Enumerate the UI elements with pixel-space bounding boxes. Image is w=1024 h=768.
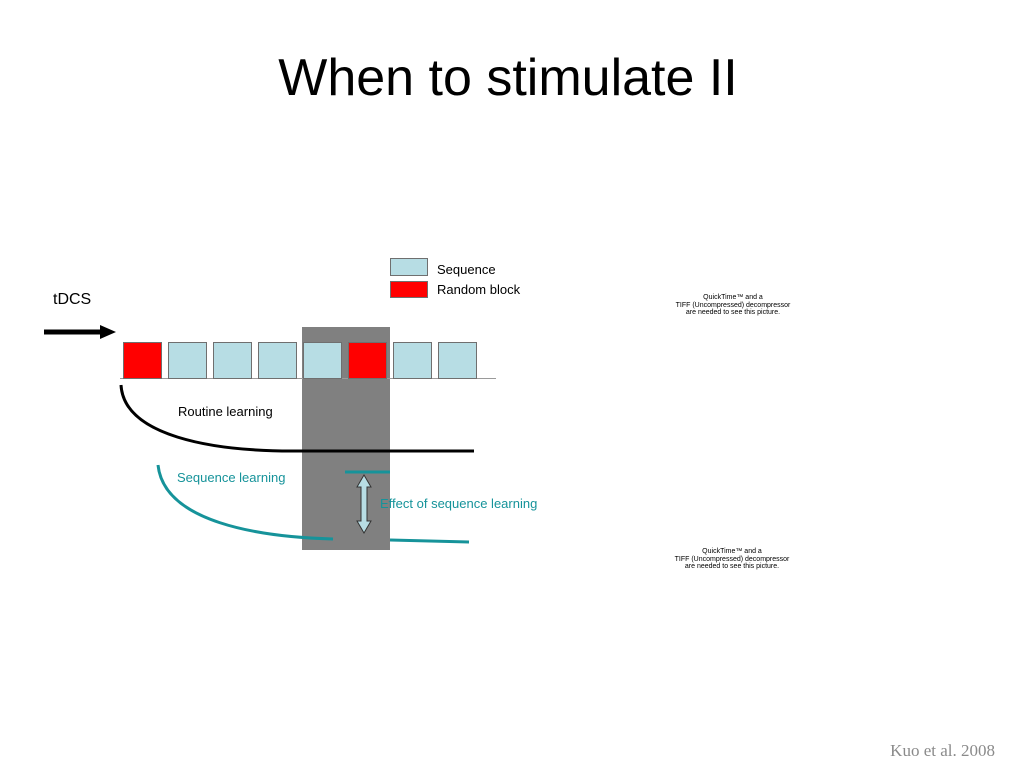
- sequence-block: [303, 342, 342, 379]
- legend-swatch-random-block: [390, 281, 428, 298]
- sequence-learning-label: Sequence learning: [177, 470, 286, 485]
- tdcs-label: tDCS: [53, 291, 92, 308]
- random-block: [123, 342, 162, 379]
- effect-of-sequence-learning-label: Effect of sequence learning: [380, 496, 538, 511]
- routine-learning-curve: [119, 384, 474, 453]
- quicktime-line: QuickTime™ and a: [703, 294, 763, 301]
- random-block: [348, 342, 387, 379]
- tdcs-arrow-head: [100, 325, 116, 339]
- block-row: [123, 342, 477, 379]
- quicktime-line: QuickTime™ and a: [702, 548, 762, 555]
- quicktime-line: TIFF (Uncompressed) decompressor: [674, 555, 790, 563]
- slide-title: When to stimulate II: [278, 49, 738, 107]
- sequence-block: [213, 342, 252, 379]
- sequence-block: [168, 342, 207, 379]
- sequence-block: [393, 342, 432, 379]
- sequence-learning-curve-continuation: [389, 538, 470, 544]
- legend-label-random-block: Random block: [437, 282, 521, 297]
- quicktime-line: TIFF (Uncompressed) decompressor: [675, 301, 791, 309]
- quicktime-placeholder-2: QuickTime™ and a TIFF (Uncompressed) dec…: [652, 548, 812, 571]
- sequence-block: [258, 342, 297, 379]
- citation: Kuo et al. 2008: [890, 741, 995, 760]
- legend-swatch-sequence: [390, 258, 428, 276]
- sequence-block: [438, 342, 477, 379]
- routine-learning-label: Routine learning: [178, 404, 273, 419]
- quicktime-placeholder-1: QuickTime™ and a TIFF (Uncompressed) dec…: [653, 294, 813, 317]
- quicktime-line: are needed to see this picture.: [684, 563, 780, 571]
- quicktime-line: are needed to see this picture.: [685, 309, 781, 317]
- legend-label-sequence: Sequence: [437, 262, 496, 277]
